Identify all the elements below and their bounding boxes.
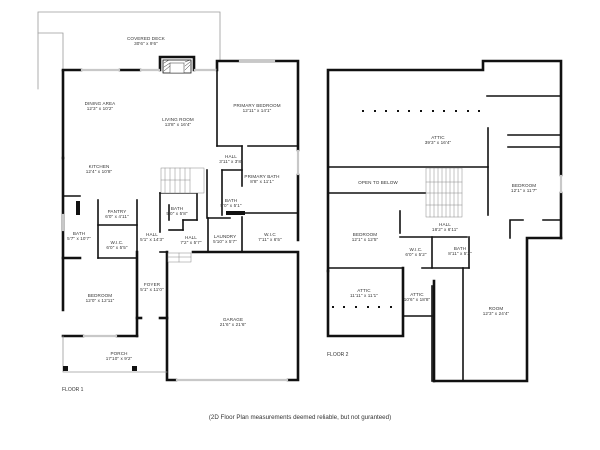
attic-dots: [332, 110, 480, 308]
porch-outline: [62, 335, 168, 373]
staircase: [160, 167, 205, 263]
disclaimer-text: (2D Floor Plan measurements deemed relia…: [208, 414, 392, 421]
floor-1-plan: [37, 11, 300, 382]
interior-walls: [327, 95, 562, 382]
exterior-walls: [326, 59, 563, 383]
floor-2-plan: [326, 59, 563, 383]
room-open-to-below: OPEN TO BELOW: [358, 180, 398, 185]
floor-1-label: FLOOR 1: [62, 387, 84, 393]
porch-post: [132, 366, 137, 371]
porch-post: [63, 366, 68, 371]
room-wic-left: W.I.C.6'0" x 5'5": [106, 240, 128, 251]
interior-walls: [62, 69, 299, 259]
floor-2-label: FLOOR 2: [327, 352, 349, 358]
windows: [61, 59, 300, 382]
fireplace-icon: [162, 59, 192, 74]
staircase: [425, 167, 463, 218]
room-wic-upper: W.I.C.6'0" x 5'2": [405, 247, 427, 258]
covered-deck-outline: [37, 11, 221, 90]
